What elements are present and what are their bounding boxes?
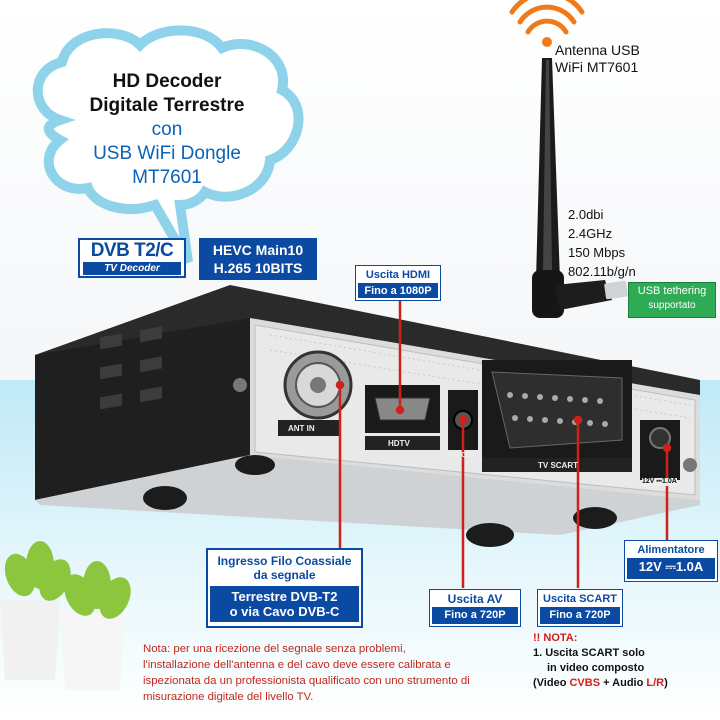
nota-line3-pre: (Video: [533, 677, 570, 689]
dvb-badge-sub: TV Decoder: [83, 262, 181, 275]
coax-input-callout: Ingresso Filo Coassiale da segnale Terre…: [206, 548, 363, 628]
coax-line4: o via Cavo DVB-C: [229, 604, 340, 619]
scart-callout-title: Uscita SCART: [540, 592, 620, 607]
scart-callout-res: Fino a 720P: [549, 609, 611, 621]
decoder-device: [35, 285, 700, 547]
bubble-model-line: MT7601: [132, 167, 202, 188]
hdmi-callout-res: Fino a 1080P: [364, 285, 432, 297]
coax-line2: da segnale: [253, 568, 316, 582]
plant-decoration: [0, 541, 131, 690]
label-av-out: AV OUT: [450, 452, 476, 459]
power-callout-value: 12V ⎓1.0A: [638, 559, 704, 574]
spec-frequency: 2.4GHz: [568, 226, 613, 241]
scart-nota: !! NOTA: 1. Uscita SCART solo in video c…: [533, 631, 718, 691]
coax-line1: Ingresso Filo Coassiale: [217, 554, 352, 568]
spec-speed: 150 Mbps: [568, 245, 626, 260]
usb-tethering-badge: USB tethering supportato: [628, 282, 716, 318]
label-tv-scart: TV SCART: [538, 461, 578, 470]
ant-in-port: [278, 350, 353, 436]
usb-antenna-icon: [532, 58, 628, 318]
nota-line3-mid: + Audio: [600, 677, 647, 689]
av-callout: Uscita AV Fino a 720P: [430, 590, 520, 626]
scart-port: [482, 360, 632, 472]
nota-lr: L/R: [646, 677, 665, 689]
nota-line3-post: ): [664, 677, 668, 689]
antenna-line2: WiFi MT7601: [555, 59, 639, 75]
spec-standard: 802.11b/g/n: [568, 264, 636, 279]
power-port: [640, 420, 680, 480]
hevc-badge: HEVC Main10 H.265 10BITS: [199, 238, 317, 280]
scart-callout: Uscita SCART Fino a 720P: [538, 590, 622, 626]
nota-line3: (Video CVBS + Audio L/R): [533, 676, 718, 691]
antenna-specs: 2.0dbi 2.4GHz 150 Mbps 802.11b/g/n: [568, 205, 636, 281]
dvb-t2c-badge: DVB T2/C TV Decoder: [78, 238, 186, 278]
hevc-line2: H.265 10BITS: [213, 260, 303, 276]
nota-heading: !! NOTA:: [533, 632, 578, 644]
bubble-usb-line: USB WiFi Dongle: [93, 143, 241, 164]
dvb-badge-main: DVB T2/C: [90, 240, 174, 261]
tether-line1: USB tethering: [637, 285, 707, 297]
coax-line3: Terrestre DVB-T2: [231, 589, 338, 604]
nota-cvbs: CVBS: [569, 677, 601, 689]
hevc-line1: HEVC Main10: [212, 242, 304, 258]
label-power: 12V ⎓1.0A: [642, 478, 677, 486]
pointer-lines: [335, 298, 672, 588]
nota-line1: 1. Uscita SCART solo: [533, 647, 645, 659]
spec-gain: 2.0dbi: [568, 207, 604, 222]
tether-line2: supportato: [648, 300, 696, 311]
installation-note: Nota: per una ricezione del segnale senz…: [143, 643, 470, 703]
wifi-signal-icon: [509, 0, 585, 47]
antenna-title: Antenna USB WiFi MT7601: [555, 42, 640, 76]
power-callout: Alimentatore 12V ⎓1.0A: [625, 541, 717, 581]
antenna-line1: Antenna USB: [555, 42, 640, 58]
speech-bubble: [32, 25, 304, 265]
av-callout-res: Fino a 720P: [444, 609, 506, 621]
bubble-text: HD Decoder Digitale Terrestre con USB Wi…: [62, 70, 272, 190]
hdmi-callout-title: Uscita HDMI: [358, 268, 438, 283]
bubble-con: con: [151, 119, 183, 140]
nota-line2: in video composto: [547, 662, 645, 674]
bubble-title-line2: Digitale Terrestre: [89, 95, 245, 116]
av-callout-title: Uscita AV: [432, 592, 518, 607]
label-hdtv: HDTV: [388, 439, 410, 448]
bubble-title-line1: HD Decoder: [112, 71, 222, 92]
label-ant-in: ANT IN: [288, 424, 315, 433]
hdmi-callout: Uscita HDMI Fino a 1080P: [356, 266, 440, 300]
power-callout-title: Alimentatore: [627, 543, 715, 558]
coax-signal: Terrestre DVB-T2 o via Cavo DVB-C: [210, 586, 359, 622]
